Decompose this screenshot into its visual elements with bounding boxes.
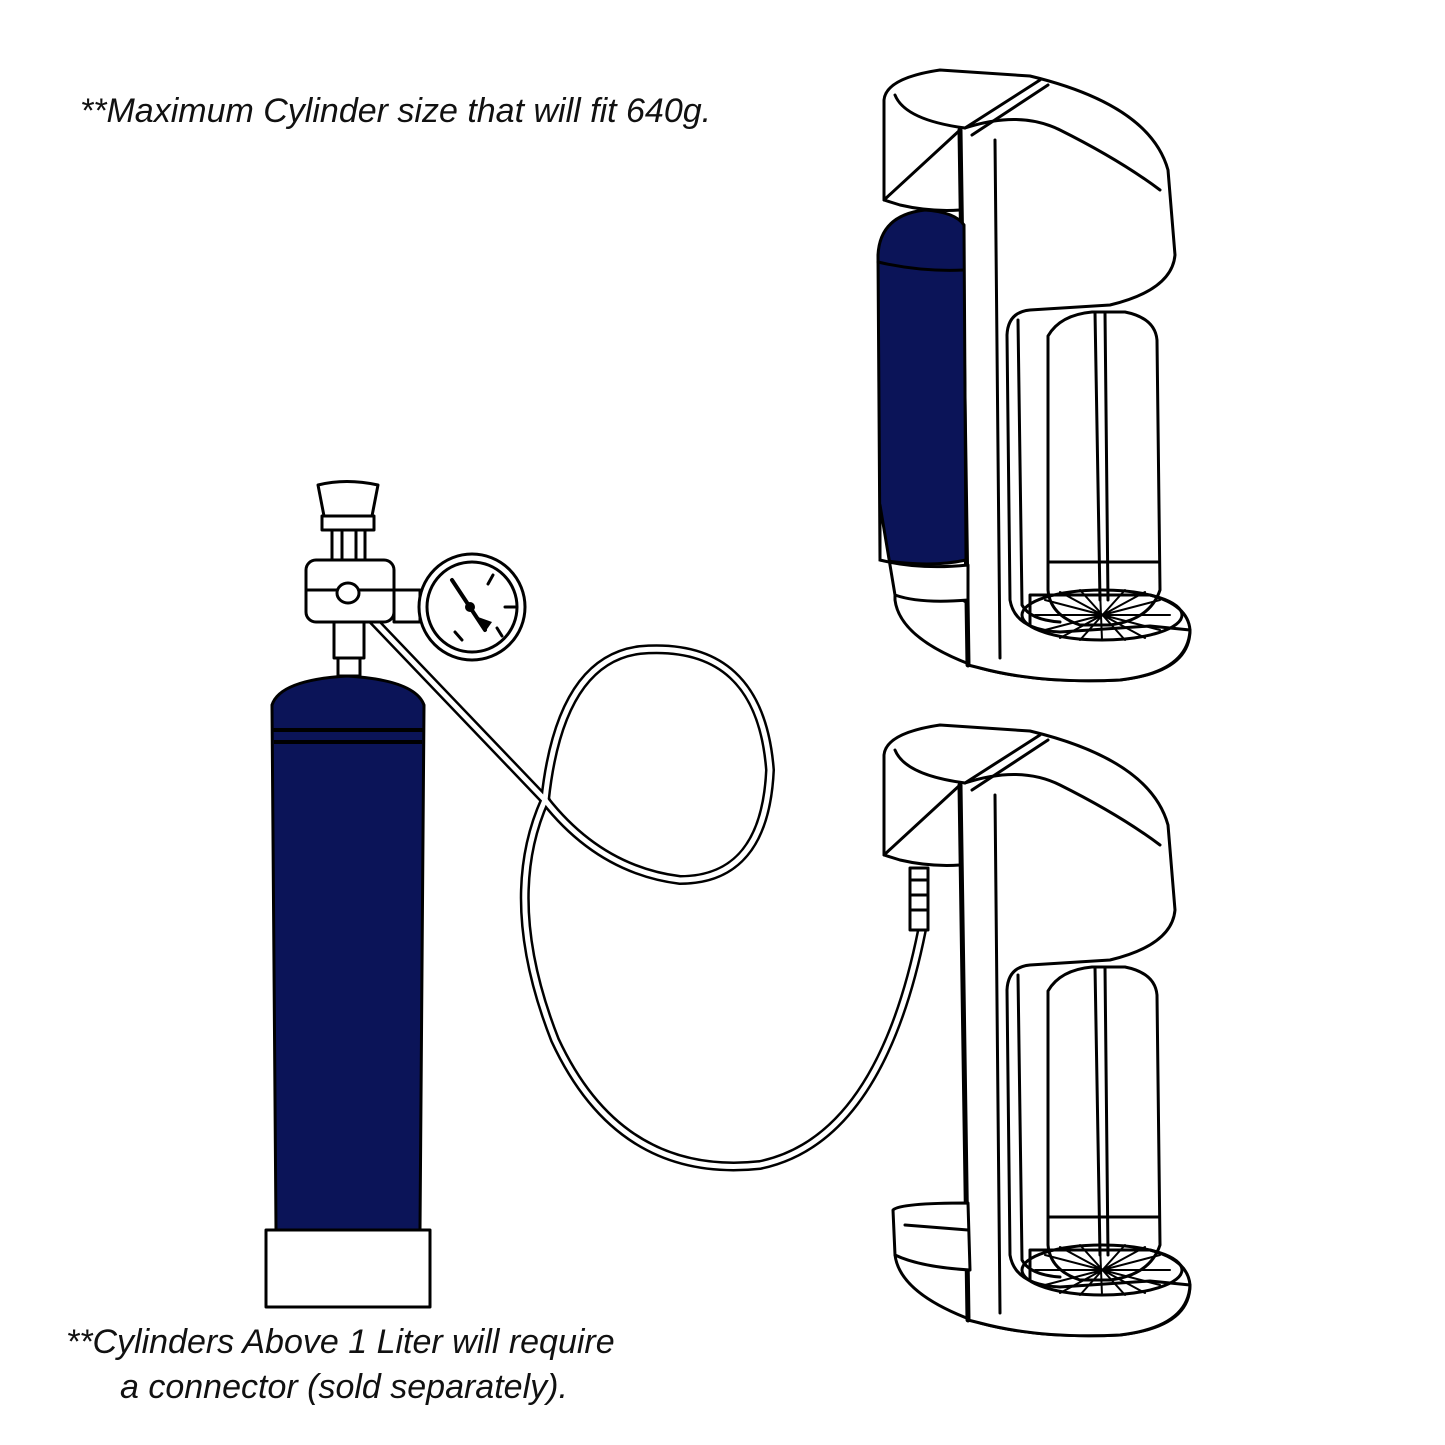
connector-note-line1: **Cylinders Above 1 Liter will require	[66, 1323, 615, 1361]
cylinder-base	[264, 1228, 432, 1309]
pressure-gauge	[417, 552, 527, 662]
internal-cylinder	[876, 208, 968, 566]
max-size-note: **Maximum Cylinder size that will fit 64…	[80, 92, 712, 130]
regulator	[304, 480, 422, 678]
connector-note-line2: a connector (sold separately).	[120, 1368, 568, 1406]
co2-cylinder	[264, 674, 432, 1309]
soda-machine-bottom	[884, 725, 1190, 1336]
hose-connector	[908, 866, 930, 932]
soda-machine-top	[876, 70, 1190, 681]
hose	[343, 589, 927, 1172]
